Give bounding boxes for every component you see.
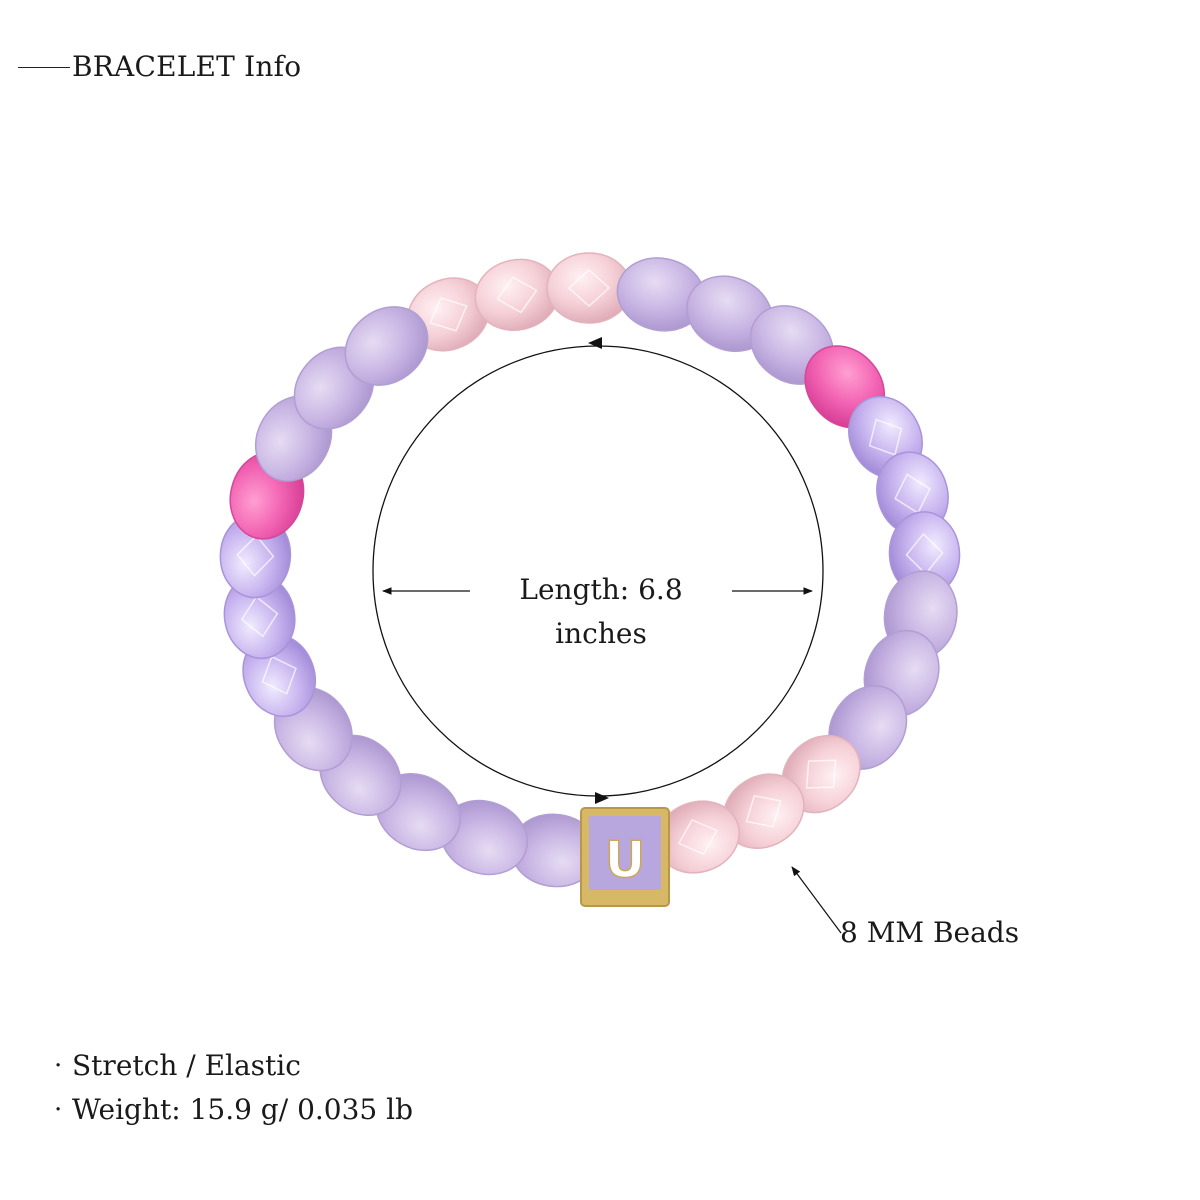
crystal-facet [429, 297, 468, 332]
bullet-icon: · [54, 1095, 63, 1125]
crystal-facet [677, 819, 718, 855]
length-label: Length: 6.8 inches [470, 568, 732, 650]
header-rule [18, 66, 70, 68]
spec-text: Stretch / Elastic [72, 1049, 301, 1082]
header: BRACELET Info [18, 48, 301, 86]
spec-list: · Stretch / Elastic · Weight: 15.9 g/ 0.… [54, 1044, 413, 1132]
top-arrow-icon [588, 337, 602, 349]
spec-text: Weight: 15.9 g/ 0.035 lb [72, 1093, 414, 1126]
crystal-facet [805, 759, 837, 789]
bullet-icon: · [54, 1051, 63, 1081]
crystal-facet [868, 418, 903, 456]
crystal-facet [496, 276, 538, 314]
bead-callout-line [791, 866, 842, 934]
bottom-arrow-icon [595, 792, 609, 804]
header-title: BRACELET Info [72, 50, 302, 83]
crystal-facet [745, 794, 782, 828]
spec-item-weight: · Weight: 15.9 g/ 0.035 lb [54, 1088, 413, 1132]
spec-item-stretch: · Stretch / Elastic [54, 1044, 413, 1088]
bead-size-label: 8 MM Beads [840, 916, 1020, 949]
letter-bead: U [580, 807, 670, 907]
letter-bead-glyph: U [605, 831, 646, 889]
lavender-jade-bead [344, 306, 429, 386]
bracelet-beads [219, 252, 961, 888]
crystal-facet [567, 268, 611, 308]
